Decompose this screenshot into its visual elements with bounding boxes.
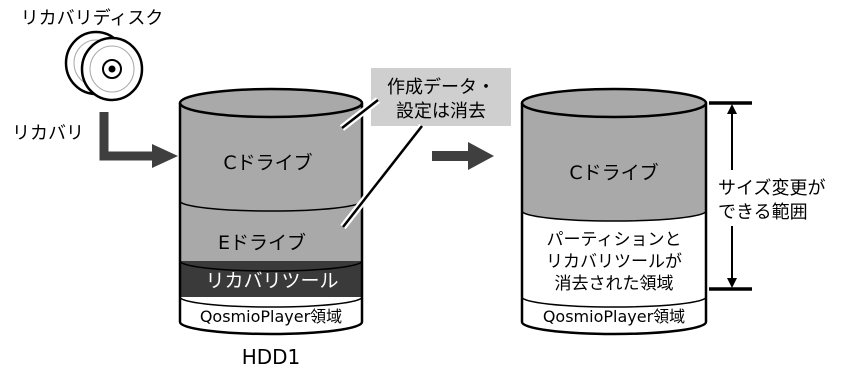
transition-arrow: [432, 142, 494, 170]
disc-label: リカバリディスク: [21, 8, 164, 29]
right-qosmio-label: QosmioPlayer領域: [543, 307, 685, 326]
recovery-action-label: リカバリ: [12, 123, 84, 144]
right-c-drive-segment: [522, 103, 706, 211]
callout-box: [371, 68, 511, 126]
left-hdd-top: [178, 87, 364, 119]
recovery-arrow-head: [152, 144, 178, 168]
left-qosmio-label: QosmioPlayer領域: [200, 307, 342, 326]
right-hdd-cylinder: [520, 87, 708, 336]
erased-line-1: パーティションと: [547, 230, 682, 250]
erased-line-3: 消去された領域: [555, 274, 674, 294]
left-hdd-cylinder: [178, 87, 364, 336]
left-recovery-tool-segment: [180, 261, 362, 297]
right-hdd-top: [520, 87, 708, 119]
left-e-drive-label: Eドライブ: [218, 231, 306, 254]
resize-note-line-2: できる範囲: [718, 202, 808, 223]
hdd-caption: HDD1: [242, 345, 301, 369]
resize-note-line-1: サイズ変更が: [718, 178, 825, 199]
callout-pointer-lines: [339, 97, 425, 230]
resize-note-background: [716, 170, 850, 226]
left-recovery-tool-label: リカバリツール: [205, 270, 338, 292]
left-c-drive-label: Cドライブ: [223, 151, 312, 174]
recovery-arrow-shaft: [99, 112, 156, 161]
left-c-drive-segment: [180, 103, 362, 201]
erased-line-2: リカバリツールが: [546, 252, 682, 272]
right-erased-segment: [522, 211, 706, 297]
callout-line-2: 設定は消去: [396, 101, 486, 122]
recovery-disc-icon: [64, 30, 144, 102]
right-c-drive-label: Cドライブ: [569, 161, 658, 184]
callout-line-1: 作成データ・: [387, 77, 495, 98]
